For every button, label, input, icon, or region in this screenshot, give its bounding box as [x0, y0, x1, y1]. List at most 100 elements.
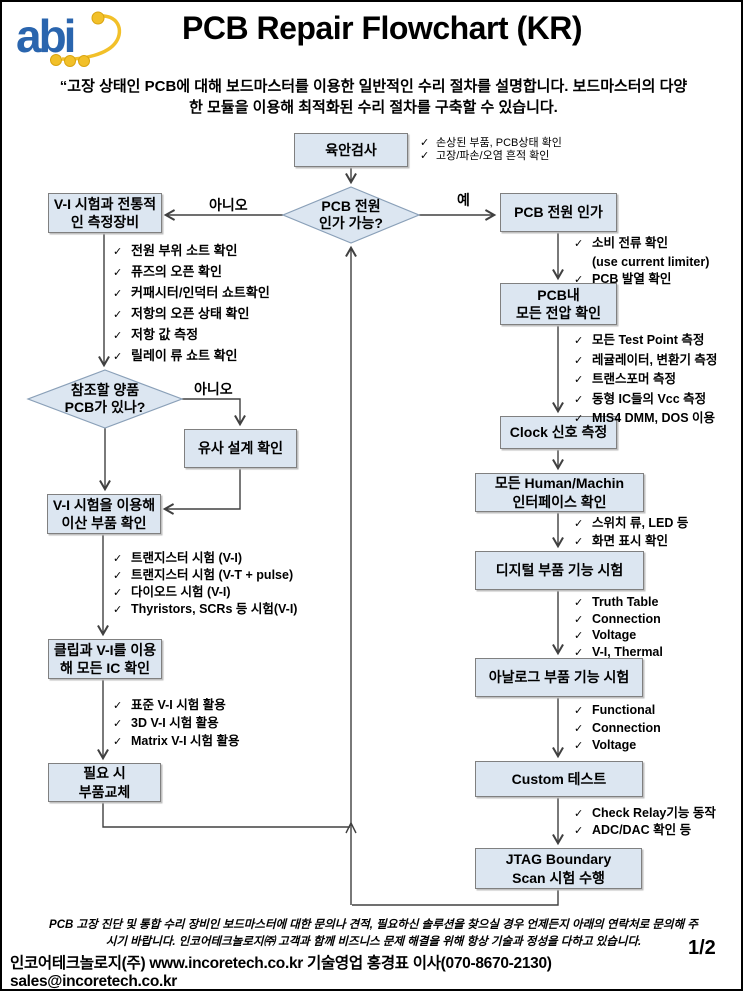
- checklist-item: ✓고장/파손/오염 흔적 확인: [420, 150, 550, 162]
- check-icon: ✓: [113, 700, 123, 712]
- decision-reference-label: 참조할 양품 PCB가 있나?: [64, 381, 146, 416]
- node-clock-measure: Clock 신호 측정: [500, 416, 617, 449]
- arrowhead-feedback-merge: [345, 821, 357, 834]
- check-icon: ✓: [420, 137, 430, 149]
- node-clip-all-ic: 클립과 V-I를 이용 해 모든 IC 확인: [48, 639, 162, 679]
- check-icon: ✓: [574, 536, 584, 548]
- checklist-item: (use current limiter): [592, 254, 710, 269]
- check-icon: ✓: [574, 740, 584, 752]
- check-icon: ✓: [574, 808, 584, 820]
- arrow-no-to-similar: [182, 398, 246, 427]
- check-icon: ✓: [113, 330, 123, 342]
- checklist-digital: ✓Truth Table✓Connection✓Voltage✓V-I, The…: [574, 595, 663, 662]
- node-similar-design: 유사 설계 확인: [184, 429, 297, 468]
- page-number: 1/2: [688, 937, 716, 959]
- abi-logo-text: abi: [16, 10, 74, 62]
- checklist-item: ✓트랜스포머 측정: [574, 370, 717, 390]
- check-icon: ✓: [113, 604, 123, 616]
- checklist-item: ✓스위치 류, LED 등: [574, 515, 688, 533]
- checklist-item: ✓Voltage: [574, 737, 661, 755]
- checklist-item: ✓MIS4 DMM, DOS 이용: [574, 409, 717, 429]
- check-icon: ✓: [113, 587, 123, 599]
- check-icon: ✓: [113, 718, 123, 730]
- node-vi-traditional: V-I 시험과 전통적 인 측정장비: [48, 193, 162, 233]
- check-icon: ✓: [574, 722, 584, 735]
- check-icon: ✓: [574, 597, 584, 609]
- node-voltage-check: PCB내 모든 전압 확인: [500, 283, 617, 325]
- checklist-item: ✓트랜지스터 시험 (V-I): [113, 551, 243, 565]
- checklist-discrete: ✓트랜지스터 시험 (V-I)✓트랜지스터 시험 (V-T + pulse)✓다…: [113, 550, 297, 618]
- node-replace-parts: 필요 시 부품교체: [48, 763, 161, 802]
- checklist-item: ✓Matrix V-I 시험 활용: [113, 733, 240, 751]
- line-replace-feedback: [102, 800, 350, 828]
- check-icon: ✓: [574, 518, 584, 530]
- edge-label-no-power: 아니오: [209, 197, 248, 213]
- check-icon: ✓: [574, 647, 584, 660]
- checklist-item: ✓화면 표시 확인: [574, 533, 688, 551]
- check-icon: ✓: [113, 267, 123, 279]
- checklist-hmi: ✓스위치 류, LED 등✓화면 표시 확인: [574, 515, 688, 551]
- checklist-item: ✓동형 IC들의 Vcc 측정: [574, 390, 717, 410]
- checklist-custom: ✓Check Relay기능 동작 ✓ADC/DAC 확인 등: [574, 805, 716, 839]
- check-icon: ✓: [113, 288, 123, 300]
- check-icon: ✓: [420, 150, 430, 162]
- checklist-item: ✓손상된 부품, PCB상태 확인: [420, 137, 562, 149]
- page-subtitle: “고장 상태인 PCB에 대해 보드마스터를 이용한 일반적인 수리 절차를 설…: [59, 78, 688, 116]
- checklist-item: ✓V-I, Thermal: [574, 645, 663, 662]
- page-title: PCB Repair Flowchart (KR): [182, 10, 582, 46]
- footer-note: PCB 고장 진단 및 통합 수리 장비인 보드마스터에 대한 문의나 견적, …: [49, 919, 698, 948]
- checklist-traditional: ✓전원 부위 소트 확인✓퓨즈의 오픈 확인✓커패시터/인덕터 쇼트확인✓저항의…: [113, 241, 270, 367]
- check-icon: ✓: [574, 274, 584, 286]
- check-icon: ✓: [574, 335, 584, 347]
- checklist-item: ✓3D V-I 시험 활용: [113, 715, 240, 733]
- checklist-item: ✓Voltage: [574, 628, 663, 645]
- checklist-item: ✓Truth Table: [574, 595, 663, 612]
- edge-label-yes: 예: [457, 192, 470, 208]
- node-hmi-check: 모든 Human/Machin 인터페이스 확인: [475, 473, 644, 512]
- check-icon: ✓: [574, 413, 584, 426]
- checklist-item: ✓Functional: [574, 702, 661, 720]
- check-icon: ✓: [113, 351, 123, 363]
- check-icon: ✓: [574, 705, 584, 717]
- node-jtag-scan: JTAG Boundary Scan 시험 수행: [475, 848, 642, 889]
- check-icon: ✓: [574, 354, 584, 367]
- checklist-item: ✓릴레이 류 쇼트 확인: [113, 346, 270, 367]
- footer-contact: 인코어테크놀로지(주) www.incoretech.co.kr 기술영업 홍경…: [10, 955, 552, 990]
- checklist-item: ✓ADC/DAC 확인 등: [574, 823, 692, 837]
- check-icon: ✓: [113, 246, 123, 258]
- checklist-item: ✓모든 Test Point 측정: [574, 331, 717, 351]
- check-icon: ✓: [113, 553, 123, 565]
- checklist-analog: ✓Functional✓Connection✓Voltage: [574, 702, 661, 755]
- check-icon: ✓: [113, 309, 123, 321]
- check-icon: ✓: [113, 570, 123, 582]
- abi-logo: abi: [16, 10, 122, 67]
- checklist-item: ✓커패시터/인덕터 쇼트확인: [113, 283, 270, 304]
- node-digital-test: 디지털 부품 기능 시험: [475, 551, 644, 590]
- node-power-apply: PCB 전원 인가: [500, 193, 617, 232]
- checklist-item: ✓트랜지스터 시험 (V-T + pulse): [113, 568, 294, 582]
- check-icon: ✓: [574, 393, 584, 406]
- check-icon: ✓: [574, 825, 584, 837]
- decision-power-label: PCB 전원 인가 가능?: [319, 197, 383, 232]
- checklist-item: ✓표준 V-I 시험 활용: [113, 697, 240, 715]
- line-jtag-feedback: [352, 887, 559, 906]
- edge-label-no-reference: 아니오: [194, 381, 233, 397]
- checklist-item: ✓Check Relay기능 동작: [574, 806, 716, 820]
- check-icon: ✓: [113, 736, 123, 748]
- checklist-item: ✓Connection: [574, 720, 661, 738]
- node-custom-test: Custom 테스트: [475, 761, 643, 797]
- node-vi-discrete: V-I 시험을 이용해 이산 부품 확인: [47, 494, 161, 534]
- checklist-item: ✓저항 값 측정: [113, 325, 270, 346]
- checklist-item: ✓레귤레이터, 변환기 측정: [574, 351, 717, 371]
- checklist-voltage: ✓모든 Test Point 측정✓레귤레이터, 변환기 측정✓트랜스포머 측정…: [574, 331, 717, 429]
- checklist-item: ✓Thyristors, SCRs 등 시험(V-I): [113, 602, 298, 616]
- checklist-item: ✓Connection: [574, 612, 663, 629]
- node-visual-inspection: 육안검사: [294, 133, 408, 167]
- check-icon: ✓: [574, 630, 584, 643]
- checklist-item: ✓전원 부위 소트 확인: [113, 241, 270, 262]
- check-icon: ✓: [574, 238, 584, 250]
- arrow-similar-to-discrete: [162, 466, 241, 515]
- checklist-item: ✓퓨즈의 오픈 확인: [113, 262, 270, 283]
- checklist-clip: ✓표준 V-I 시험 활용✓3D V-I 시험 활용✓Matrix V-I 시험…: [113, 697, 240, 751]
